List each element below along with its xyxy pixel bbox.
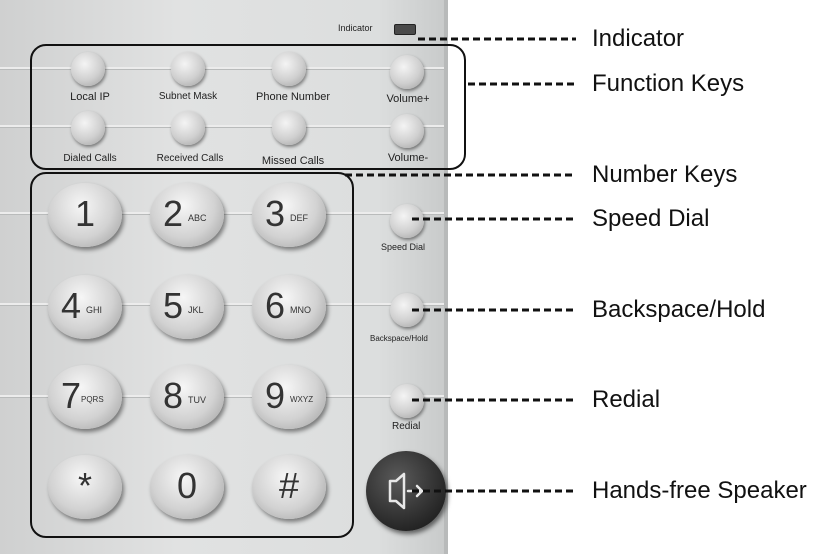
key-3[interactable]: 3 DEF	[252, 183, 326, 247]
key-2[interactable]: 2 ABC	[150, 183, 224, 247]
subnet-mask-key[interactable]	[171, 52, 205, 86]
volume-up-key[interactable]	[390, 55, 424, 89]
key-hash[interactable]: #	[252, 455, 326, 519]
phone-number-label: Phone Number	[256, 91, 330, 103]
indicator-led	[394, 24, 416, 35]
key-letters: WXYZ	[290, 395, 314, 404]
key-letters: MNO	[290, 305, 311, 315]
key-5[interactable]: 5 JKL	[150, 275, 224, 339]
key-letters: TUV	[188, 395, 206, 405]
callout-indicator: Indicator	[592, 25, 685, 52]
subnet-mask-label: Subnet Mask	[158, 91, 218, 102]
key-7[interactable]: 7 PQRS	[48, 365, 122, 429]
callout-hands-free: Hands-free Speaker	[592, 477, 807, 504]
redial-label: Redial	[392, 421, 421, 432]
key-6[interactable]: 6 MNO	[252, 275, 326, 339]
key-letters: JKL	[188, 305, 204, 315]
missed-calls-key[interactable]	[272, 111, 306, 145]
key-digit: 6	[265, 285, 286, 326]
local-ip-label: Local IP	[70, 91, 110, 103]
missed-calls-label: Missed Calls	[261, 155, 325, 167]
phone-number-key[interactable]	[272, 52, 306, 86]
callout-function-keys: Function Keys	[592, 70, 745, 97]
callout-speed-dial: Speed Dial	[592, 205, 710, 232]
key-digit: 9	[265, 375, 286, 416]
key-8[interactable]: 8 TUV	[150, 365, 224, 429]
function-keys-box	[30, 44, 466, 170]
speed-dial-label: Speed Dial	[381, 242, 426, 252]
received-calls-label: Received Calls	[156, 153, 224, 164]
key-digit: 2	[163, 193, 184, 234]
key-letters: ABC	[188, 213, 207, 223]
speed-dial-key[interactable]	[390, 204, 424, 238]
indicator-label: Indicator	[338, 23, 373, 33]
callout-redial: Redial	[592, 386, 661, 413]
key-digit: 5	[163, 285, 184, 326]
volume-up-label: Volume+	[386, 93, 430, 105]
dialed-calls-key[interactable]	[71, 111, 105, 145]
backspace-hold-label: Backspace/Hold	[370, 334, 428, 343]
key-digit: 8	[163, 375, 184, 416]
key-4[interactable]: 4 GHI	[48, 275, 122, 339]
local-ip-key[interactable]	[71, 52, 105, 86]
key-digit: 4	[61, 285, 82, 326]
key-letters: GHI	[86, 305, 103, 315]
key-digit: #	[278, 465, 300, 506]
key-digit: 1	[74, 193, 96, 234]
panel-edge	[444, 0, 448, 554]
panel-groove	[0, 67, 444, 70]
key-letters: DEF	[290, 213, 308, 223]
number-keys-box	[30, 172, 354, 538]
key-star[interactable]: *	[48, 455, 122, 519]
panel-groove	[0, 125, 444, 128]
dialed-calls-label: Dialed Calls	[63, 153, 117, 164]
key-0[interactable]: 0	[150, 455, 224, 519]
key-1[interactable]: 1	[48, 183, 122, 247]
key-digit: *	[77, 465, 92, 506]
key-9[interactable]: 9 WXYZ	[252, 365, 326, 429]
key-digit: 3	[265, 193, 286, 234]
hands-free-speaker-key[interactable]	[366, 451, 446, 531]
callout-number-keys: Number Keys	[592, 161, 738, 188]
volume-down-label: Volume-	[387, 152, 429, 164]
callout-backspace-hold: Backspace/Hold	[592, 296, 766, 323]
received-calls-key[interactable]	[171, 111, 205, 145]
key-letters: PQRS	[81, 395, 104, 404]
volume-down-key[interactable]	[390, 114, 424, 148]
key-digit: 0	[176, 465, 198, 506]
key-digit: 7	[61, 375, 82, 416]
